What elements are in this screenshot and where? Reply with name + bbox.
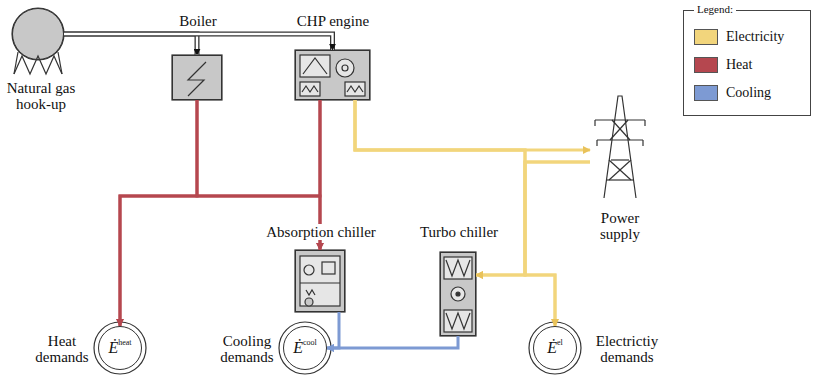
demand-ring (279, 322, 331, 374)
component-label: Heat demands (31, 333, 93, 366)
gas-connector (64, 34, 333, 50)
turbo-box: Turbo chiller (440, 252, 476, 336)
absorption-body (295, 250, 345, 312)
boiler-symbol (188, 62, 206, 96)
boiler-box: Boiler (172, 55, 222, 100)
legend-text: Heat (726, 56, 752, 74)
demand-circle: Heat demandsĖheat (98, 326, 142, 370)
legend-box: Legend:ElectricityHeatCooling (683, 10, 811, 116)
boiler-body (172, 55, 222, 100)
heat-connector (120, 100, 197, 326)
el-connector (355, 100, 525, 275)
heat-connector (120, 100, 320, 326)
el-connector (355, 100, 590, 150)
el-connector (476, 162, 590, 275)
absorption-box: Absorption chiller (295, 250, 345, 312)
component-label: Electrictiy demands (586, 333, 668, 366)
energy-superscript: cool (303, 338, 317, 347)
energy-superscript: heat (118, 338, 131, 347)
legend-text: Electricity (726, 28, 784, 46)
legend-swatch (694, 57, 718, 73)
legend-swatch (694, 29, 718, 45)
el-connector (525, 162, 590, 326)
el-connector (355, 100, 555, 326)
legend-title: Legend: (694, 3, 736, 16)
chp-body (295, 50, 370, 100)
energy-superscript: el (557, 338, 563, 347)
legend-swatch (694, 85, 718, 101)
demand-ring (94, 322, 146, 374)
component-label: Absorption chiller (263, 224, 379, 241)
math-symbol: Ėheat (99, 327, 141, 369)
turbo-body (440, 252, 476, 336)
energy-symbol: Ė (547, 339, 557, 357)
cool-connector (327, 336, 458, 348)
math-symbol: Ėcool (284, 327, 326, 369)
component-label: Power supply (585, 210, 655, 243)
math-symbol: Ėel (534, 327, 576, 369)
pylon (595, 96, 645, 198)
component-label: Boiler (179, 13, 217, 30)
tank-body (12, 8, 64, 60)
gas-tank: Natural gas hook-up (12, 8, 64, 60)
cool-connector (327, 312, 339, 348)
tank-legs (14, 56, 62, 74)
component-label: Natural gas hook-up (0, 80, 89, 113)
component-label: Turbo chiller (420, 224, 498, 241)
component-label: CHP engine (297, 13, 369, 30)
chp-box: CHP engine (295, 50, 370, 100)
energy-symbol: Ė (293, 339, 303, 357)
demand-circle: Cooling demandsĖcool (283, 326, 327, 370)
demand-ring (529, 322, 581, 374)
component-label: Cooling demands (216, 333, 278, 366)
gas-connector (64, 34, 197, 55)
power-pylon: Power supply (590, 92, 650, 200)
demand-circle: Electrictiy demandsĖel (533, 326, 577, 370)
energy-symbol: Ė (108, 339, 118, 357)
legend-text: Cooling (726, 84, 771, 102)
